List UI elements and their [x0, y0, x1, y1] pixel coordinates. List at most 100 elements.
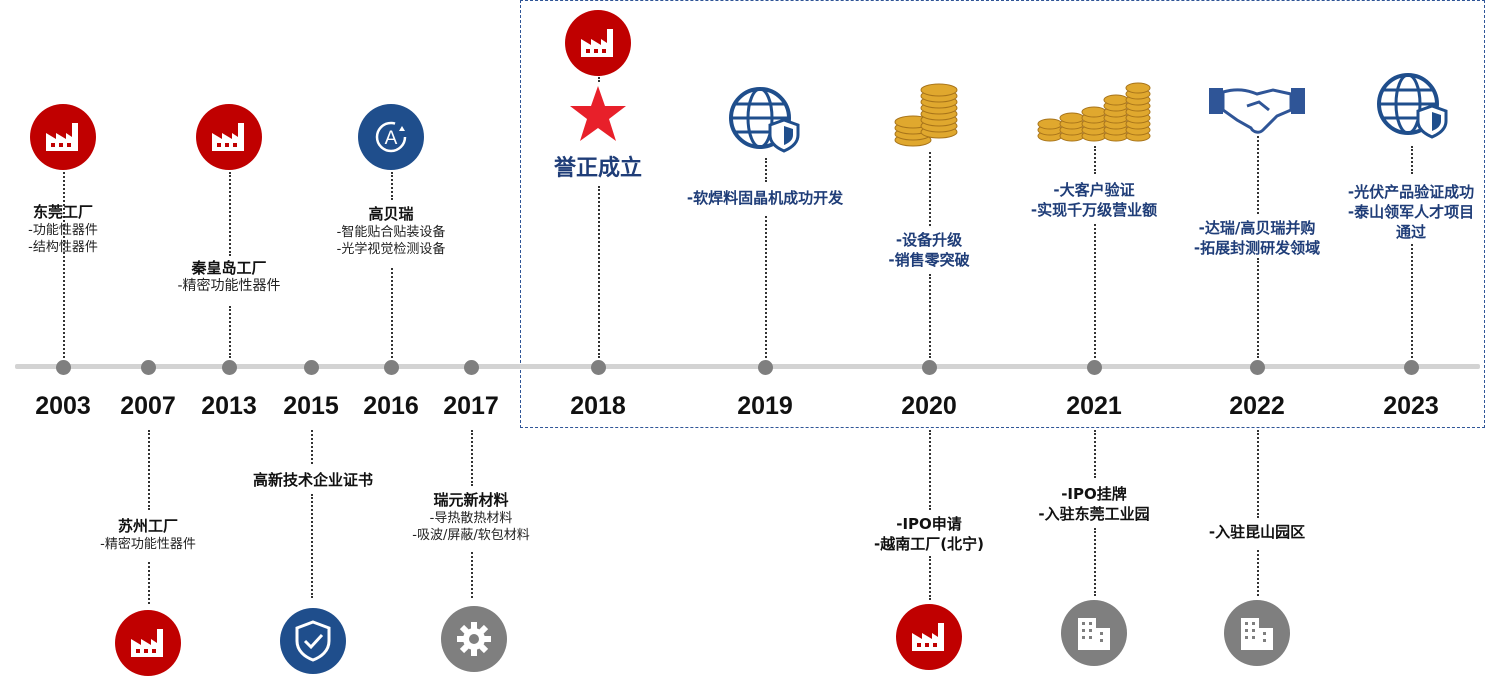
year-label-2020: 2020: [901, 392, 957, 420]
event-line: -拓展封测研发领域: [1193, 239, 1321, 257]
event-line: -精密功能性器件: [177, 278, 281, 294]
event-line: -精密功能性器件: [100, 537, 196, 552]
factory-icon: [896, 604, 962, 670]
connector-2018-lower: [598, 186, 600, 358]
connector-2017-upper: [471, 430, 473, 486]
year-label-2015: 2015: [283, 392, 339, 420]
connector-2021-lower: [1094, 224, 1096, 358]
event-line: -设备升级: [895, 231, 963, 249]
timeline-dot-2022: [1249, 359, 1265, 375]
connector-2021-upper: [1094, 146, 1096, 174]
connector-2013-lower: [229, 306, 231, 358]
building-icon: [1224, 600, 1290, 666]
event-2003: 东莞工厂 -功能性器件 -结构性器件: [28, 202, 98, 256]
year-label-2019: 2019: [737, 392, 793, 420]
event-title: 高新技术企业证书: [252, 471, 374, 489]
event-title: 高贝瑞: [368, 205, 414, 223]
timeline-axis: [15, 364, 1480, 369]
gold-coins-icon: [1036, 78, 1152, 148]
event-line: -智能贴合贴装设备: [336, 225, 446, 240]
event-line: -光伏产品验证成功: [1347, 183, 1475, 201]
connector-2022-bottom-lower: [1257, 550, 1259, 596]
year-label-2022: 2022: [1229, 392, 1285, 420]
event-2016: 高贝瑞 -智能贴合贴装设备 -光学视觉检测设备: [337, 204, 446, 258]
year-label-2007: 2007: [120, 392, 176, 420]
globe-shield-icon: [1376, 70, 1450, 144]
event-2020-top: -设备升级 -销售零突破: [888, 230, 969, 270]
connector-2016-lower: [391, 268, 393, 358]
timeline-dot-2016: [383, 359, 399, 375]
timeline-dot-2007: [140, 359, 156, 375]
timeline-dot-2018: [590, 359, 606, 375]
event-line: -吸波/屏蔽/软包材料: [412, 528, 530, 543]
timeline-dot-2017: [463, 359, 479, 375]
event-line: -实现千万级营业额: [1030, 201, 1158, 219]
connector-2015-upper: [311, 430, 313, 464]
connector-2023-lower: [1411, 244, 1413, 358]
connector-2007-lower: [148, 562, 150, 604]
connector-2020-bottom-lower: [929, 556, 931, 600]
gold-coins-icon: [893, 80, 965, 154]
year-label-2021: 2021: [1066, 392, 1122, 420]
event-line: -大客户验证: [1053, 181, 1135, 199]
event-2013: 秦皇岛工厂 -精密功能性器件: [177, 258, 280, 295]
globe-shield-icon: [728, 84, 802, 158]
timeline-dot-2013: [221, 359, 237, 375]
connector-2015-lower: [311, 494, 313, 598]
year-label-2018: 2018: [570, 392, 626, 420]
connector-2017-lower: [471, 552, 473, 598]
event-line: -泰山领军人才项目: [1347, 203, 1475, 221]
event-line: -结构性器件: [28, 240, 98, 255]
factory-icon: [196, 104, 262, 170]
event-title: 瑞元新材料: [433, 491, 509, 509]
star-icon: [568, 84, 628, 148]
event-2018: 誉正成立: [554, 150, 642, 182]
event-2015: 高新技术企业证书: [253, 470, 373, 490]
event-2007: 苏州工厂 -精密功能性器件: [100, 516, 196, 553]
year-label-2023: 2023: [1383, 392, 1439, 420]
event-line: -功能性器件: [28, 223, 98, 238]
handshake-icon: [1207, 80, 1307, 140]
year-label-2003: 2003: [35, 392, 91, 420]
timeline-dot-2003: [55, 359, 71, 375]
event-line: -软焊料固晶机成功开发: [686, 189, 844, 207]
timeline-dot-2021: [1086, 359, 1102, 375]
year-label-2016: 2016: [363, 392, 419, 420]
event-2019: -软焊料固晶机成功开发: [687, 188, 843, 208]
factory-icon: [115, 610, 181, 676]
event-line: -IPO申请: [896, 515, 962, 533]
event-2021-bottom: -IPO挂牌 -入驻东莞工业园: [1038, 484, 1149, 524]
event-line: -达瑞/高贝瑞并购: [1198, 219, 1316, 237]
event-line: -入驻昆山园区: [1208, 523, 1306, 541]
connector-2022-upper: [1257, 136, 1259, 214]
connector-2020-bottom-upper: [929, 430, 931, 510]
svg-text:A: A: [385, 128, 398, 149]
connector-2020-lower: [929, 274, 931, 358]
connector-2007-upper: [148, 430, 150, 510]
gear-icon: [441, 606, 507, 672]
connector-2023-upper: [1411, 146, 1413, 174]
building-icon: [1061, 600, 1127, 666]
event-line: -销售零突破: [888, 251, 970, 269]
connector-2013-upper: [229, 172, 231, 256]
connector-2018-upper: [598, 74, 600, 82]
connector-2020-upper: [929, 152, 931, 226]
event-line: -光学视觉检测设备: [336, 242, 446, 257]
event-title: 秦皇岛工厂: [191, 259, 267, 277]
event-2017: 瑞元新材料 -导热散热材料 -吸波/屏蔽/软包材料: [412, 490, 529, 544]
event-title: 誉正成立: [553, 156, 643, 181]
connector-2003: [63, 172, 65, 358]
event-2022-top: -达瑞/高贝瑞并购 -拓展封测研发领域: [1194, 218, 1320, 258]
timeline-dot-2019: [757, 359, 773, 375]
shield-check-icon: [280, 608, 346, 674]
timeline-dot-2020: [921, 359, 937, 375]
event-line: -IPO挂牌: [1061, 485, 1127, 503]
event-2021-top: -大客户验证 -实现千万级营业额: [1031, 180, 1157, 220]
event-2020-bottom: -IPO申请 -越南工厂(北宁): [874, 514, 984, 554]
connector-2022-bottom-upper: [1257, 430, 1259, 518]
connector-2021-bottom-lower: [1094, 528, 1096, 596]
event-line: 通过: [1395, 223, 1427, 241]
event-line: -入驻东莞工业园: [1038, 505, 1150, 523]
year-label-2017: 2017: [443, 392, 499, 420]
connector-2021-bottom-upper: [1094, 430, 1096, 478]
